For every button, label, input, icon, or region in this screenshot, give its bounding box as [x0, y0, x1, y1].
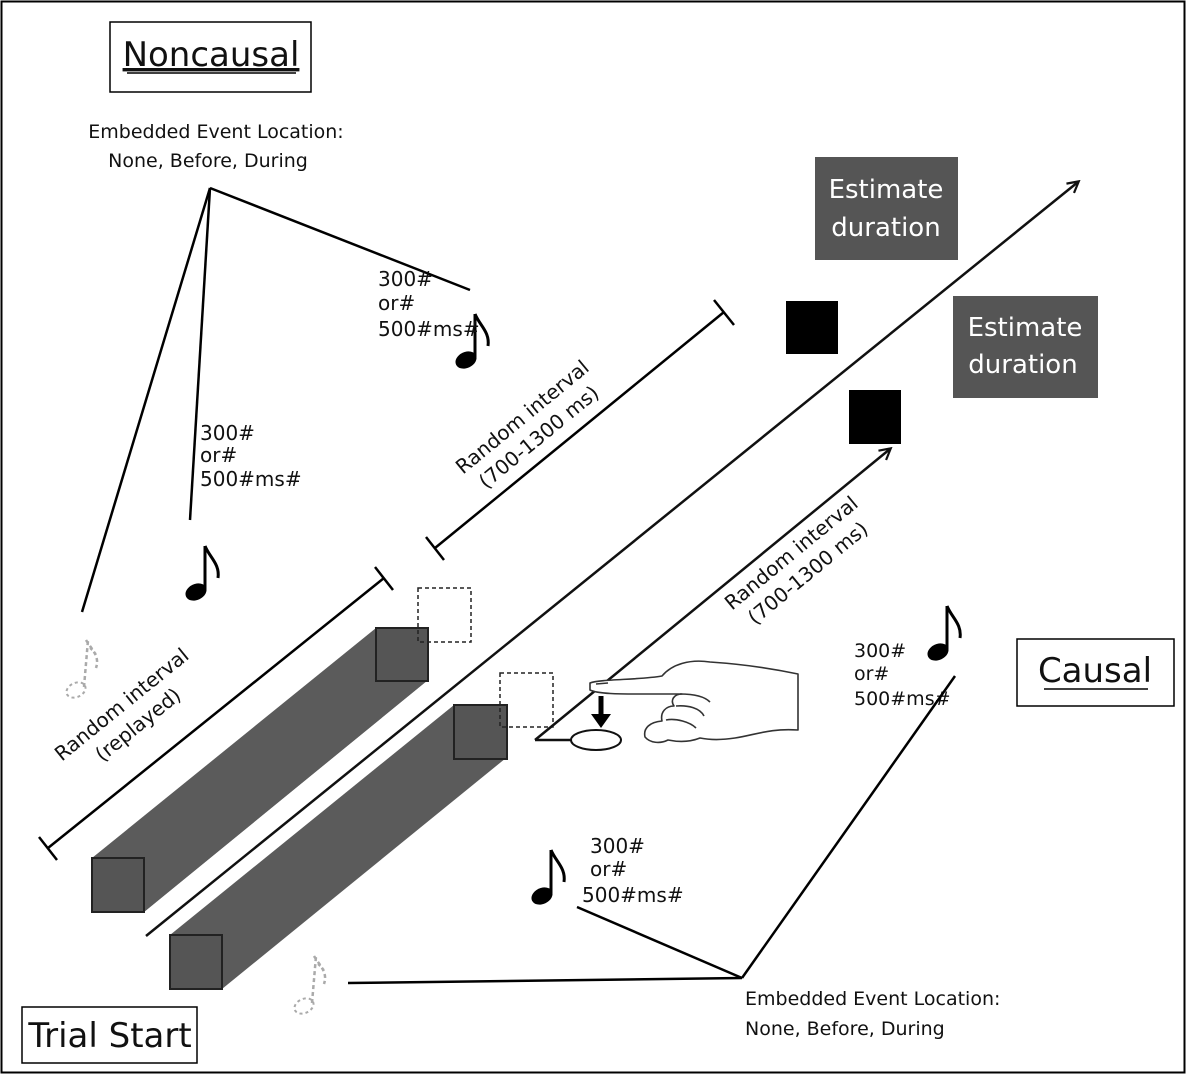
embedded-event-heading-top: Embedded Event Location:	[88, 121, 343, 143]
music-note-icon	[181, 544, 220, 606]
tone-duration-line3: 500#ms#	[854, 688, 951, 710]
tone-duration-line1: 300#	[590, 834, 645, 858]
duration-label: duration	[831, 213, 940, 243]
embedded-event-connector-bottom	[347, 675, 957, 985]
timeline-arrow	[145, 182, 1078, 937]
press-arrow-icon	[591, 696, 611, 728]
tone-duration-line1: 300#	[854, 640, 906, 662]
response-button-icon	[570, 729, 622, 751]
start-square-noncausal	[91, 857, 145, 913]
faded-music-note-icon	[290, 954, 327, 1018]
replayed-interval-bracket	[38, 566, 394, 861]
tone-duration-line2: or#	[378, 291, 415, 315]
causal-title: Causal	[1038, 651, 1152, 691]
tone-duration-line3: 500#ms#	[378, 317, 480, 341]
noncausal-label-box: Noncausal	[109, 21, 312, 93]
noncausal-motion-trail	[91, 587, 472, 913]
next-position-causal	[499, 672, 554, 728]
estimate-label: Estimate	[968, 313, 1083, 343]
outcome-square-noncausal	[786, 301, 838, 354]
music-note-icon	[527, 848, 566, 910]
embedded-event-options-top: None, Before, During	[108, 150, 308, 172]
tone-duration-line2: or#	[590, 857, 627, 881]
noncausal-title: Noncausal	[123, 35, 300, 75]
music-note-icon	[923, 604, 962, 666]
trial-start-title: Trial Start	[27, 1016, 191, 1056]
tone-duration-line2: or#	[200, 443, 237, 467]
trial-start-label-box: Trial Start	[21, 1006, 198, 1064]
tone-duration-line2: or#	[854, 663, 889, 685]
tone-duration-line1: 300#	[200, 421, 255, 445]
end-square-noncausal	[375, 627, 429, 682]
embedded-event-heading-bottom: Embedded Event Location:	[745, 988, 1000, 1010]
duration-label: duration	[968, 350, 1077, 380]
embedded-event-options-bottom: None, Before, During	[745, 1018, 945, 1040]
noncausal-interval-bracket	[425, 299, 735, 561]
start-square-causal	[169, 934, 223, 990]
end-square-causal	[453, 704, 508, 760]
tone-duration-line3: 500#ms#	[582, 883, 684, 907]
causal-label-box: Causal	[1016, 638, 1175, 707]
embedded-event-connector-top	[80, 186, 471, 613]
tone-duration-line1: 300#	[378, 267, 433, 291]
pointing-hand-icon	[589, 660, 799, 744]
estimate-label: Estimate	[829, 175, 944, 205]
tone-duration-line3: 500#ms#	[200, 467, 302, 491]
causal-motion-trail	[169, 672, 554, 990]
faded-music-note-icon	[62, 638, 99, 702]
next-position-noncausal	[417, 587, 472, 643]
outcome-square-causal	[849, 390, 901, 444]
estimate-duration-box-causal: Estimate duration	[953, 296, 1098, 398]
estimate-duration-box-noncausal: Estimate duration	[815, 157, 958, 260]
